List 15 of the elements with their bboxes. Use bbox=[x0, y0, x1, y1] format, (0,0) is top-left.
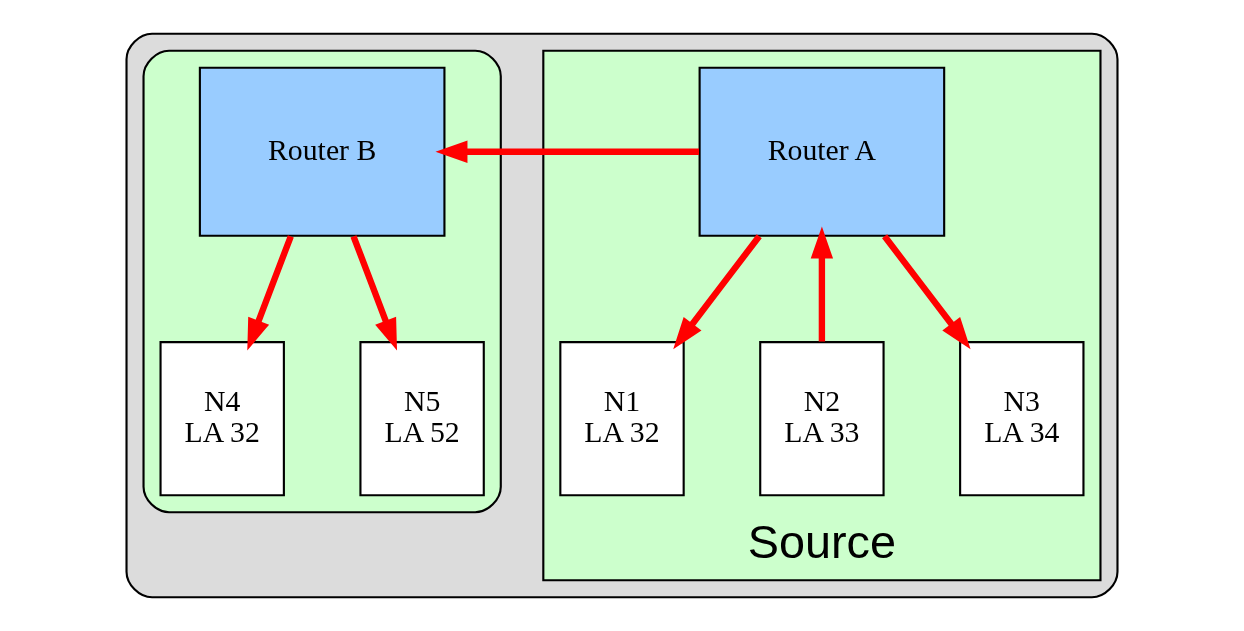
arrow bbox=[247, 235, 294, 351]
node-box: N1 LA 32 bbox=[559, 341, 685, 497]
cluster bbox=[142, 49, 502, 514]
node-box: Router B bbox=[198, 66, 446, 237]
arrow bbox=[350, 235, 398, 351]
node-box: N2 LA 33 bbox=[759, 341, 885, 497]
arrow bbox=[673, 234, 762, 350]
arrow bbox=[882, 234, 971, 350]
cluster bbox=[125, 32, 1119, 599]
node-box: N5 LA 52 bbox=[359, 341, 485, 497]
node-box: N4 LA 32 bbox=[159, 341, 285, 497]
arrow bbox=[435, 140, 699, 163]
arrow bbox=[810, 226, 834, 342]
node-box: N3 LA 34 bbox=[959, 341, 1085, 497]
node-box: Router A bbox=[698, 66, 946, 237]
